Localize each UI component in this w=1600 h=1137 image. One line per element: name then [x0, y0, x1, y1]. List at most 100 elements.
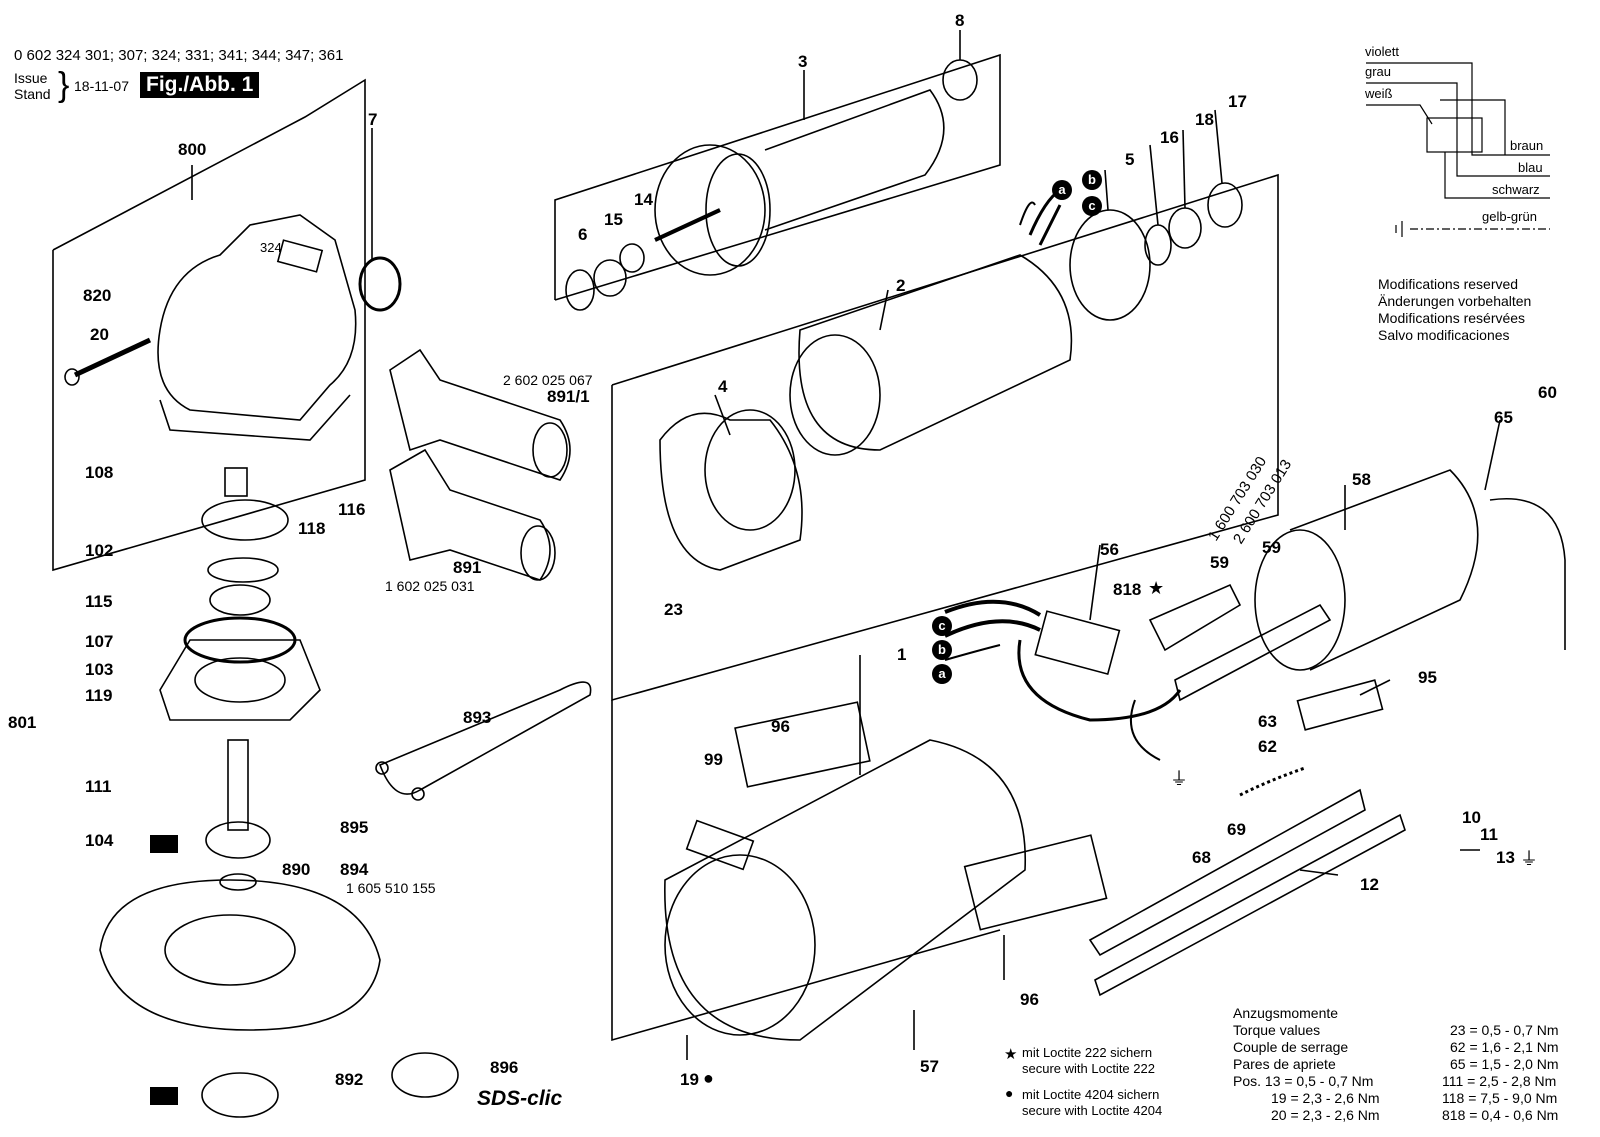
- part-label: 59: [1262, 538, 1281, 557]
- torque-value: 65 = 1,5 - 2,0 Nm: [1450, 1056, 1559, 1072]
- part-label: 16: [1160, 128, 1179, 147]
- part-label: 18: [1195, 110, 1214, 129]
- part-label: 891: [453, 558, 482, 577]
- part-label: 95: [1418, 668, 1437, 687]
- part-label: 20: [90, 325, 109, 344]
- part-label: 107: [85, 632, 114, 651]
- part-label: 896: [490, 1058, 519, 1077]
- part-label: 6: [578, 225, 588, 244]
- part-label: 15: [604, 210, 623, 229]
- part-code: 1 602 025 031: [385, 578, 475, 594]
- part-label: 56: [1100, 540, 1119, 559]
- stand-label: Stand: [14, 86, 51, 102]
- issue-date: 18-11-07: [74, 78, 130, 94]
- wire-color-violett: violett: [1365, 44, 1399, 59]
- part-label: 4: [718, 377, 728, 396]
- part-label: 69: [1227, 820, 1246, 839]
- part-label: 111: [85, 777, 112, 796]
- torque-value: 818 = 0,4 - 0,6 Nm: [1442, 1107, 1559, 1123]
- part-label: 14: [634, 190, 653, 209]
- part-label: 1: [897, 645, 907, 664]
- wire-color-blau: blau: [1518, 160, 1543, 175]
- ground-icon: ⏚: [1520, 849, 1538, 869]
- torque-title: Pares de apriete: [1233, 1056, 1336, 1072]
- part-label: 65: [1494, 408, 1513, 427]
- issue-label: Issue: [14, 70, 48, 86]
- part-label: 820: [83, 286, 112, 305]
- part-label: 57: [920, 1057, 939, 1076]
- part-label: 60: [1538, 383, 1557, 402]
- part-label: 7: [368, 110, 378, 129]
- part-label: 118: [298, 519, 326, 538]
- part-label: 17: [1228, 92, 1247, 111]
- wire-marker-c: c: [1082, 196, 1102, 216]
- brace-icon: }: [58, 66, 70, 104]
- loctite-note: mit Loctite 4204 sichern: [1022, 1087, 1160, 1102]
- torque-value: 62 = 1,6 - 2,1 Nm: [1450, 1039, 1559, 1055]
- wire-color-schwarz: schwarz: [1492, 182, 1540, 197]
- part-label: 68: [1192, 848, 1211, 867]
- part-label: 108: [85, 463, 114, 482]
- modifications-en: Modifications reserved: [1378, 276, 1519, 292]
- wire-marker-a: a: [932, 664, 952, 684]
- part-label: 3: [798, 52, 808, 71]
- wire-color-gelb-gruen: gelb-grün: [1482, 209, 1537, 224]
- torque-title: Torque values: [1233, 1022, 1321, 1038]
- part-label: 818: [1113, 580, 1142, 599]
- torque-title: Couple de serrage: [1233, 1039, 1349, 1055]
- wire-marker-b: b: [1082, 170, 1102, 190]
- dot-icon: ●: [703, 1068, 714, 1088]
- modifications-de: Änderungen vorbehalten: [1378, 293, 1532, 309]
- part-label: 19: [680, 1070, 699, 1089]
- part-label: 10: [1462, 808, 1481, 827]
- wire-marker-b: b: [932, 640, 952, 660]
- torque-title: Anzugsmomente: [1233, 1005, 1339, 1021]
- part-label: 115: [85, 592, 113, 611]
- part-label: 890: [282, 860, 311, 879]
- torque-value: 19 = 2,3 - 2,6 Nm: [1271, 1090, 1380, 1106]
- loctite-note: mit Loctite 222 sichern: [1022, 1045, 1153, 1060]
- part-label: 8: [955, 11, 965, 30]
- torque-value: 20 = 2,3 - 2,6 Nm: [1271, 1107, 1380, 1123]
- part-label: 2: [896, 276, 906, 295]
- part-label: 96: [1020, 990, 1039, 1009]
- part-label: 104: [85, 831, 114, 850]
- wire-color-grau: grau: [1365, 64, 1392, 79]
- part-label: 96: [771, 717, 790, 736]
- part-label: 59: [1210, 553, 1229, 572]
- wire-marker-c: c: [932, 616, 952, 636]
- torque-value: 23 = 0,5 - 0,7 Nm: [1450, 1022, 1559, 1038]
- torque-value: 111 = 2,5 - 2,8 Nm: [1442, 1073, 1557, 1089]
- part-label: 5: [1125, 150, 1135, 169]
- part-label: 801: [8, 713, 37, 732]
- part-code: 1 605 510 155: [346, 880, 436, 896]
- modifications-es: Salvo modificaciones: [1378, 327, 1510, 343]
- wire-marker-a: a: [1052, 180, 1072, 200]
- part-label: 324: [260, 240, 282, 255]
- modifications-fr: Modifications resérvées: [1378, 310, 1526, 326]
- star-icon: ★: [1148, 578, 1165, 598]
- wire-color-braun: braun: [1510, 138, 1544, 153]
- torque-value: Pos. 13 = 0,5 - 0,7 Nm: [1233, 1073, 1374, 1089]
- part-label: 11: [1480, 825, 1498, 844]
- part-label: 23: [664, 600, 683, 619]
- part-label: 119: [85, 686, 113, 705]
- part-label: 892: [335, 1070, 364, 1089]
- part-number-list: 0 602 324 301; 307; 324; 331; 341; 344; …: [14, 47, 344, 64]
- part-label: 99: [704, 750, 723, 769]
- part-label: 895: [340, 818, 369, 837]
- loctite-note: secure with Loctite 4204: [1022, 1103, 1163, 1118]
- part-label: 116: [338, 500, 366, 519]
- part-label: 13: [1496, 848, 1515, 867]
- part-label: 102: [85, 541, 114, 560]
- sds-clic-logo: SDS-clic: [477, 1087, 563, 1110]
- part-label: 800: [178, 140, 207, 159]
- part-label: 63: [1258, 712, 1277, 731]
- dot-icon: ●: [1005, 1085, 1014, 1101]
- torque-value: 118 = 7,5 - 9,0 Nm: [1442, 1090, 1558, 1106]
- part-label: 893: [463, 708, 492, 727]
- loctite-note: secure with Loctite 222: [1022, 1061, 1155, 1076]
- wire-color-weiss: weiß: [1365, 86, 1393, 101]
- part-label: 12: [1360, 875, 1379, 894]
